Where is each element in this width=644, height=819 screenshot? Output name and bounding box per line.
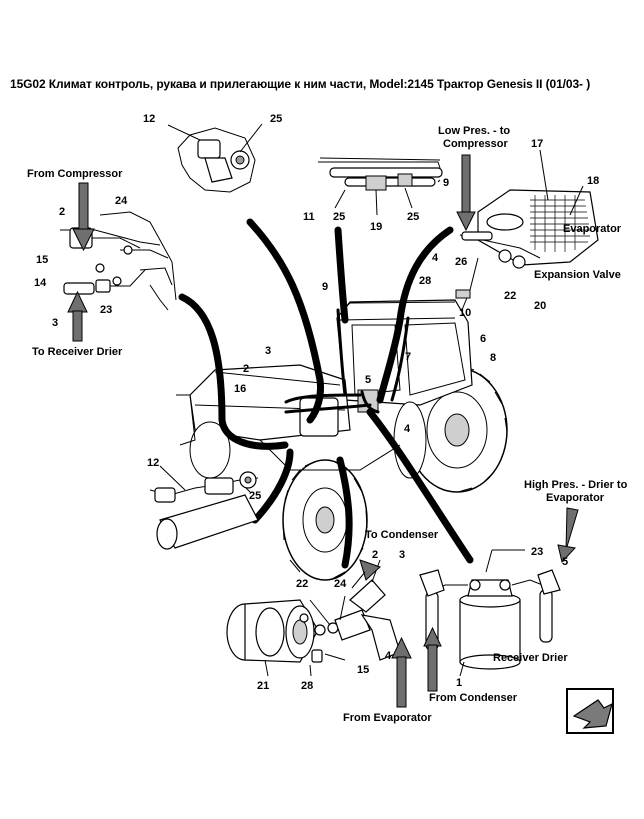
callout-15: 15 xyxy=(36,254,48,266)
high-pressure-arrow xyxy=(557,507,579,564)
callout-2: 2 xyxy=(243,363,249,375)
from-evaporator-arrow xyxy=(391,636,412,708)
callout-4: 4 xyxy=(385,650,392,662)
sensor-detail-top xyxy=(167,123,263,193)
callout-26: 26 xyxy=(455,256,467,268)
evaporator-detail xyxy=(455,149,599,311)
low-pressure-label-line1: Low Pres. - to xyxy=(438,125,510,137)
receiver-drier-detail xyxy=(419,549,561,677)
callout-25: 25 xyxy=(333,211,345,223)
callout-4: 4 xyxy=(432,252,439,264)
callout-11: 11 xyxy=(303,211,315,223)
hose-lines xyxy=(178,218,474,569)
from-compressor-label: From Compressor xyxy=(27,168,123,180)
callout-21: 21 xyxy=(257,680,269,692)
callout-22: 22 xyxy=(296,578,308,590)
callout-1: 1 xyxy=(456,677,462,689)
page-title: 15G02 Климат контроль, рукава и прилегаю… xyxy=(10,77,591,91)
to-condenser-label: To Condenser xyxy=(365,529,439,541)
high-pressure-label-line1: High Pres. - Drier to xyxy=(524,479,628,491)
from-condenser-label: From Condenser xyxy=(429,692,518,704)
callout-25: 25 xyxy=(249,490,261,502)
callout-25: 25 xyxy=(407,211,419,223)
callout-12: 12 xyxy=(147,457,159,469)
callout-4: 4 xyxy=(404,423,411,435)
callout-2: 2 xyxy=(372,549,378,561)
callout-20: 20 xyxy=(534,300,546,312)
to-receiver-drier-arrow xyxy=(67,290,88,342)
callout-7: 7 xyxy=(405,351,411,363)
callout-24: 24 xyxy=(115,195,128,207)
sensor-detail-bottom xyxy=(149,465,259,550)
from-evaporator-label: From Evaporator xyxy=(343,712,432,724)
high-pressure-label-line2: Evaporator xyxy=(546,492,605,504)
to-receiver-drier-label: To Receiver Drier xyxy=(32,346,123,358)
callout-10: 10 xyxy=(459,307,471,319)
low-pressure-arrow xyxy=(456,154,476,232)
callout-3: 3 xyxy=(52,317,58,329)
receiver-drier-label: Receiver Drier xyxy=(493,652,568,664)
evaporator-label: Evaporator xyxy=(563,223,622,235)
callout-25: 25 xyxy=(270,113,282,125)
tube-set-detail xyxy=(318,157,443,216)
callout-9: 9 xyxy=(322,281,328,293)
callout-numbers: 12 25 9 11 25 19 25 17 18 2 24 15 14 23 … xyxy=(34,113,599,692)
expansion-valve-label: Expansion Valve xyxy=(534,269,621,281)
callout-17: 17 xyxy=(531,138,543,150)
callout-9: 9 xyxy=(443,177,449,189)
callout-28: 28 xyxy=(419,275,431,287)
callout-15: 15 xyxy=(357,664,369,676)
callout-18: 18 xyxy=(587,175,599,187)
callout-3: 3 xyxy=(265,345,271,357)
callout-22: 22 xyxy=(504,290,516,302)
callout-23: 23 xyxy=(100,304,112,316)
from-condenser-arrow xyxy=(423,626,442,692)
callout-2: 2 xyxy=(59,206,65,218)
callout-8: 8 xyxy=(490,352,496,364)
compressor-detail xyxy=(226,559,401,677)
callout-19: 19 xyxy=(370,221,382,233)
callout-23: 23 xyxy=(531,546,543,558)
next-page-icon[interactable] xyxy=(566,688,614,734)
callout-28: 28 xyxy=(301,680,313,692)
callout-5: 5 xyxy=(365,374,371,386)
callout-3: 3 xyxy=(399,549,405,561)
callout-5: 5 xyxy=(562,556,568,568)
callout-24: 24 xyxy=(334,578,347,590)
callout-6: 6 xyxy=(480,333,486,345)
low-pressure-label-line2: Compressor xyxy=(443,138,509,150)
to-condenser-arrow xyxy=(351,559,381,589)
callout-12: 12 xyxy=(143,113,155,125)
from-compressor-arrow xyxy=(72,182,95,252)
callout-14: 14 xyxy=(34,277,47,289)
callout-16: 16 xyxy=(234,383,246,395)
